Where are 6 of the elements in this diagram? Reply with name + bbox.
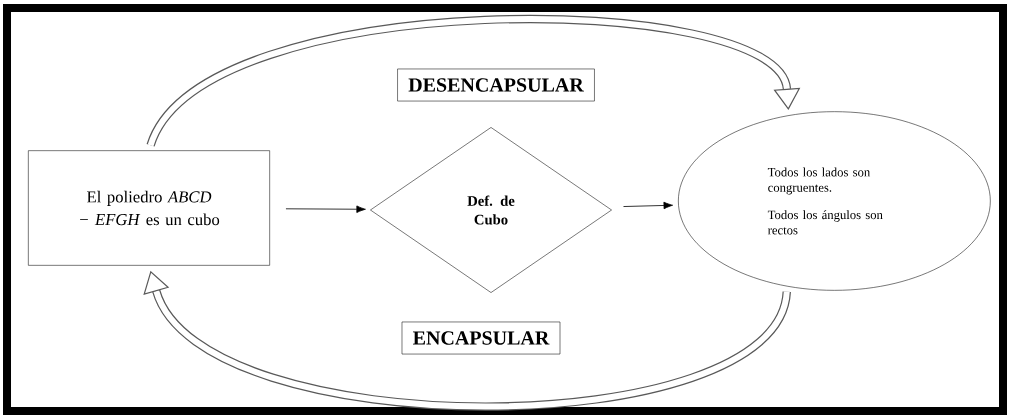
statement-box: El poliedro ABCD − EFGH es un cubo (28, 150, 270, 266)
process-label-box: DESENCAPSULAR (397, 68, 595, 102)
process-label-box: ENCAPSULAR (401, 321, 561, 355)
arrow (285, 205, 366, 213)
arrow (623, 201, 673, 210)
block-arrow (147, 15, 801, 148)
